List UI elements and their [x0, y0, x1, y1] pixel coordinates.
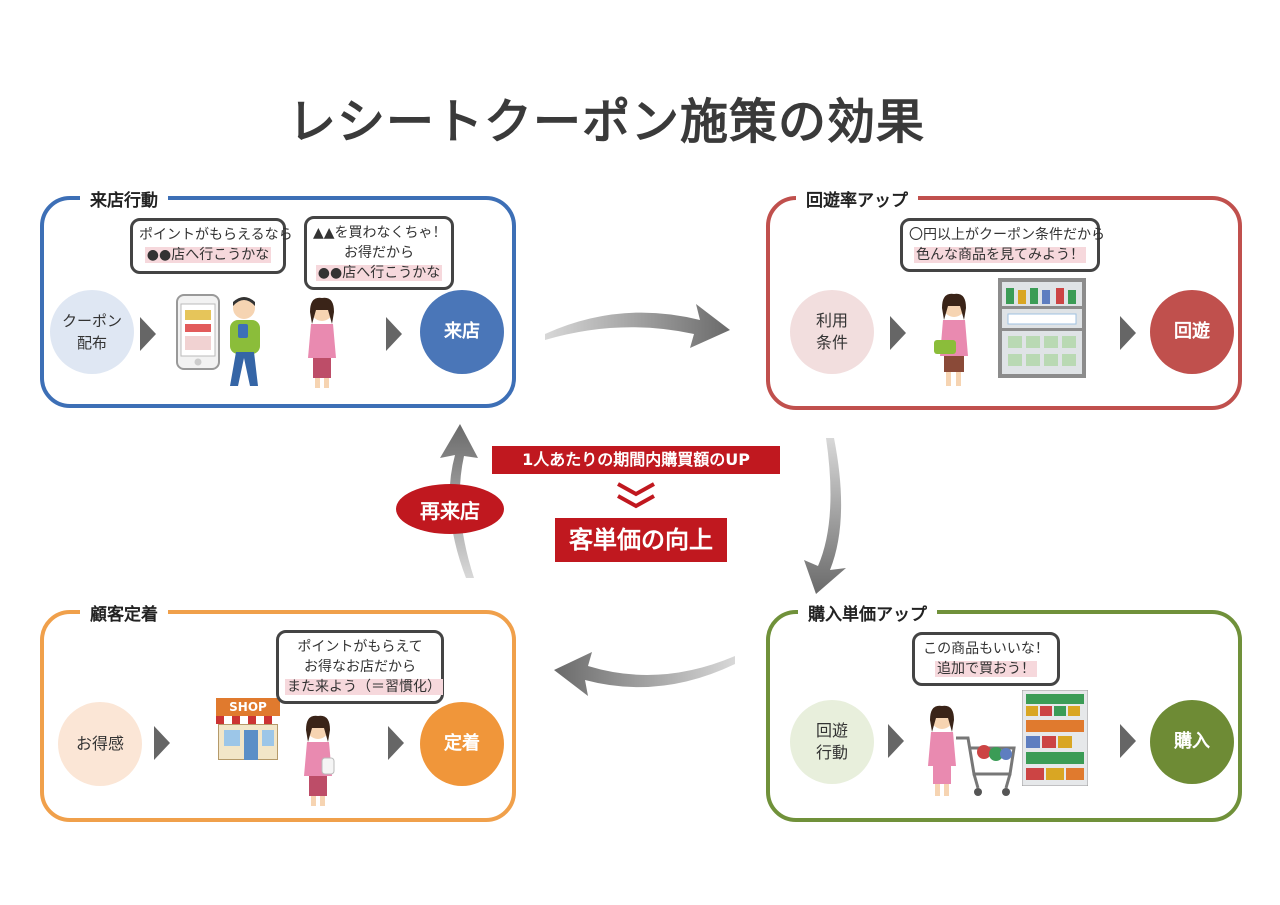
coupon-distribution-circle: クーポン 配布: [50, 290, 134, 374]
arrow-right: [804, 438, 846, 594]
chevron-right-icon: [140, 317, 156, 351]
roaming-action-circle: 回遊 行動: [790, 700, 874, 784]
good-deal-circle: お得感: [58, 702, 142, 786]
panel-retention-label: 顧客定着: [80, 600, 168, 625]
woman-with-basket-figure: [934, 293, 968, 386]
revisit-oval: 再来店: [396, 484, 504, 534]
double-chevron-down-icon: [617, 482, 655, 509]
page-title: レシートクーポン施策の効果: [288, 94, 926, 150]
woman-with-cart-figure: [928, 705, 1016, 796]
bubble-line: 〇円以上がクーポン条件だから: [909, 227, 1105, 243]
visit-circle: 来店: [420, 290, 504, 374]
woman-figure: [308, 297, 336, 388]
chevron-right-icon: [386, 317, 402, 351]
bubble-line-highlight: ●●店へ行こうかな: [144, 247, 272, 263]
good-deal-text: お得感: [75, 734, 124, 753]
bubble-line: お得なお店だから: [304, 659, 416, 675]
bubble-line: ポイントがもらえるなら: [139, 227, 293, 243]
product-display-case-illustration: [1022, 690, 1088, 786]
store-shelf-illustration: [998, 278, 1086, 378]
chevron-right-icon: [388, 726, 404, 760]
roaming-circle: 回遊: [1150, 290, 1234, 374]
speech-bubble-retention: ポイントがもらえて お得なお店だから また来よう（＝習慣化）: [276, 630, 444, 704]
chevron-right-icon: [890, 316, 906, 350]
chevron-right-icon: [154, 726, 170, 760]
bubble-line-highlight: 追加で買おう！: [935, 661, 1037, 677]
bubble-line: お得だから: [344, 245, 414, 261]
bubble-line-highlight: また来よう（＝習慣化）: [285, 679, 443, 695]
bubble-line: ポイントがもらえて: [297, 639, 423, 655]
retention-circle: 定着: [420, 702, 504, 786]
chevron-right-icon: [1120, 316, 1136, 350]
purchase-circle: 購入: [1150, 700, 1234, 784]
speech-bubble-roaming: 〇円以上がクーポン条件だから 色んな商品を見てみよう！: [900, 218, 1105, 272]
woman-with-bag-figure: [304, 715, 335, 806]
purchase-amount-banner: 1人あたりの期間内購買額のUP: [492, 446, 780, 474]
bubble-line: ▲▲を買わなくちゃ！: [313, 225, 447, 241]
shop-sign: SHOP: [216, 698, 280, 716]
chevron-right-icon: [888, 724, 904, 758]
panel-visit-label: 来店行動: [80, 186, 168, 211]
speech-bubble-visit-2: ▲▲を買わなくちゃ！ お得だから ●●店へ行こうかな: [304, 216, 454, 290]
retention-text: 定着: [444, 733, 480, 754]
purchase-text: 購入: [1174, 731, 1210, 752]
usage-condition-text: 利用 条件: [815, 311, 848, 352]
bubble-line-highlight: 色んな商品を見てみよう！: [914, 247, 1086, 263]
panel-unit-price-label: 購入単価アップ: [798, 600, 937, 625]
usage-condition-circle: 利用 条件: [790, 290, 874, 374]
chevron-right-icon: [1120, 724, 1136, 758]
smartphone-icon: [176, 294, 220, 370]
speech-bubble-unit-price: この商品もいいな！ 追加で買おう！: [912, 632, 1060, 686]
coupon-distribution-text: クーポン 配布: [61, 312, 122, 352]
speech-bubble-visit-1: ポイントがもらえるなら ●●店へ行こうかな: [130, 218, 293, 274]
panel-visit: 来店行動 クーポン 配布 来店: [40, 186, 516, 408]
bubble-line-highlight: ●●店へ行こうかな: [315, 265, 443, 281]
arrow-top: [545, 304, 730, 348]
visit-text: 来店: [444, 321, 480, 342]
unit-price-banner: 客単価の向上: [555, 518, 727, 562]
man-with-phone-figure: [230, 297, 260, 386]
shop-building-illustration: SHOP: [216, 698, 280, 760]
arrow-bottom: [554, 652, 735, 696]
roaming-text: 回遊: [1174, 321, 1210, 342]
panel-roaming-label: 回遊率アップ: [796, 186, 918, 211]
bubble-line: この商品もいいな！: [923, 641, 1049, 657]
roaming-action-text: 回遊 行動: [815, 721, 848, 762]
